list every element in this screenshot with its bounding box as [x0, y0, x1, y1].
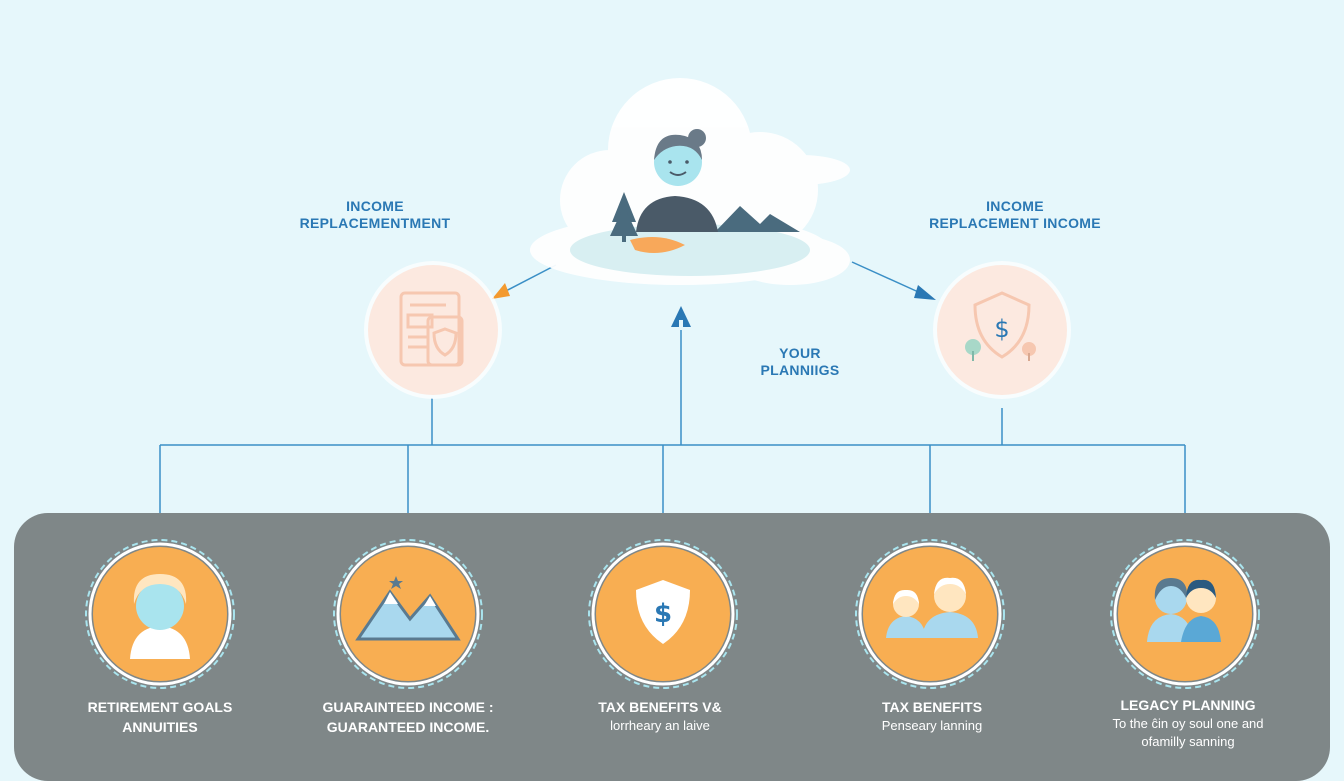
arrow-right-blue — [914, 285, 936, 300]
document-icon — [399, 291, 464, 367]
node-retirement-goals — [84, 538, 236, 690]
node-tax-benefits-2 — [854, 538, 1006, 690]
center-label-line2: PLANNIIGS — [760, 362, 840, 378]
left-income-label: INCOME REPLACEMENTMENT — [270, 198, 480, 232]
node-4-title-line1: TAX BENEFITS — [881, 699, 983, 715]
node-3-sub-line1: lorrheary an laive — [610, 718, 710, 733]
node-4-label: TAX BENEFITS Penseary lanning — [812, 697, 1052, 735]
left-income-label-line1: INCOME — [346, 198, 404, 214]
document-badge — [368, 265, 498, 395]
node-5-title-line1: LEGACY PLANNING — [1120, 697, 1256, 713]
node-2-title-line2: GUARANTEED INCOME. — [326, 719, 490, 735]
node-3-label: TAX BENEFITS v& lorrheary an laive — [540, 697, 780, 735]
person-icon — [636, 129, 718, 232]
center-planning-label: YOUR PLANNIIGS — [720, 345, 880, 379]
node-5-label: LEGACY PLANNING To the ĉin oy soul one a… — [1068, 695, 1308, 751]
person-icon — [130, 574, 190, 659]
family-icon — [886, 577, 978, 638]
left-income-label-line2: REPLACEMENTMENT — [299, 215, 451, 231]
dollar-shield-icon: $ — [636, 580, 690, 644]
svg-text:$: $ — [994, 315, 1009, 343]
node-5-sub-line2: ofamilly sanning — [1141, 734, 1235, 749]
node-1-title-line2: ANNUITIES — [122, 719, 198, 735]
right-income-label: INCOME REPLACEMENT INCOME — [900, 198, 1130, 232]
right-income-label-line2: REPLACEMENT INCOME — [929, 215, 1101, 231]
node-3-title-line1: TAX BENEFITS v& — [598, 699, 722, 715]
mountain-icon — [355, 576, 461, 641]
arrow-up-blue — [671, 306, 691, 327]
node-2-title-line1: GUARAINTEED INCOME : — [322, 699, 494, 715]
node-1-title-line1: RETIREMENT GOALS — [87, 699, 233, 715]
dollar-shield-icon: $ — [965, 291, 1036, 361]
node-4-sub-line1: Penseary lanning — [881, 718, 983, 733]
shield-badge: $ — [937, 265, 1067, 395]
arrow-left-orange — [492, 283, 510, 299]
node-1-label: RETIREMENT GOALS ANNUITIES — [40, 697, 280, 737]
node-legacy-planning — [1109, 538, 1261, 690]
node-2-label: GUARAINTEED INCOME : GUARANTEED INCOME. — [288, 697, 528, 737]
node-guaranteed-income — [332, 538, 484, 690]
mountain-silhouette — [715, 206, 800, 232]
center-label-line1: YOUR — [779, 345, 821, 361]
right-income-label-line1: INCOME — [986, 198, 1044, 214]
node-tax-benefits-1: $ — [587, 538, 739, 690]
svg-text:$: $ — [654, 599, 672, 629]
couple-icon — [1147, 578, 1221, 642]
node-5-sub-line1: To the ĉin oy soul one and — [1112, 716, 1264, 731]
